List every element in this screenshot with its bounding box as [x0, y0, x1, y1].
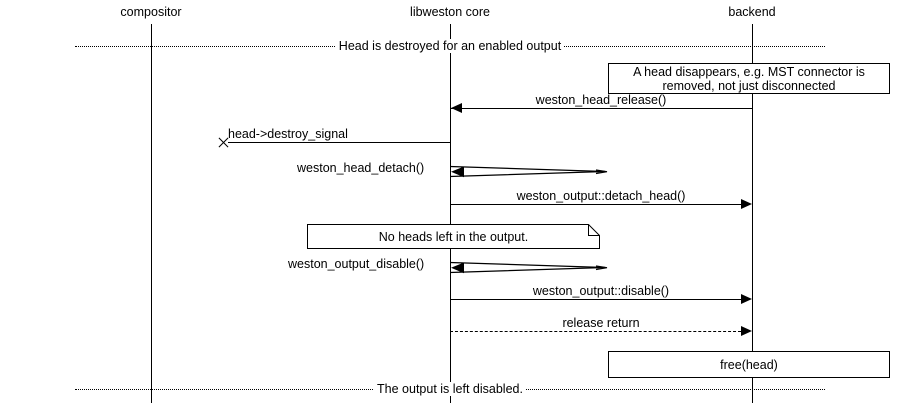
msg-label-weston-output-disable: weston_output_disable(): [288, 257, 425, 271]
msg-line-weston-output-disable-backend: [450, 299, 741, 300]
msg-line-head-destroy-signal: [228, 142, 450, 143]
selfcall-weston-head-detach: [449, 163, 610, 190]
note-free-head-text: free(head): [720, 357, 778, 372]
msg-line-weston-output-detach-head: [450, 204, 741, 205]
msg-label-release-return: release return: [562, 316, 640, 330]
msg-label-weston-output-disable-backend: weston_output::disable(): [532, 284, 670, 298]
participant-label-libweston-core: libweston core: [410, 5, 490, 19]
msg-line-release-return: [450, 331, 741, 332]
note-no-heads-left-text: No heads left in the output.: [378, 229, 529, 244]
msg-line-weston-head-release: [451, 108, 752, 109]
arrowhead-release-return: [741, 326, 752, 336]
participant-label-compositor: compositor: [120, 5, 182, 19]
msg-label-weston-head-detach: weston_head_detach(): [297, 161, 425, 175]
divider-label-top: Head is destroyed for an enabled output: [335, 39, 565, 53]
arrowhead-weston-head-release: [451, 103, 462, 113]
participant-label-backend: backend: [728, 5, 776, 19]
note-no-heads-left: No heads left in the output.: [307, 224, 600, 249]
destroy-x-icon: [216, 136, 229, 149]
lifeline-backend: [752, 24, 753, 403]
divider-label-bottom: The output is left disabled.: [374, 382, 526, 396]
lifeline-libweston-core: [450, 24, 451, 403]
note-head-disappears-line2: removed, not just disconnected: [662, 78, 836, 93]
note-head-disappears: A head disappears, e.g. MST connector is…: [608, 63, 890, 94]
lifeline-compositor: [151, 24, 152, 403]
note-head-disappears-line1: A head disappears, e.g. MST connector is: [633, 64, 865, 79]
note-fold-shape: [307, 224, 600, 249]
msg-label-weston-head-release: weston_head_release(): [535, 93, 667, 107]
note-free-head: free(head): [608, 351, 890, 378]
msg-label-weston-output-detach-head: weston_output::detach_head(): [516, 189, 686, 203]
arrowhead-weston-output-disable-backend: [741, 294, 752, 304]
msg-label-head-destroy-signal: head->destroy_signal: [228, 127, 348, 141]
selfcall-weston-output-disable: [449, 259, 610, 286]
arrowhead-weston-output-detach-head: [741, 199, 752, 209]
